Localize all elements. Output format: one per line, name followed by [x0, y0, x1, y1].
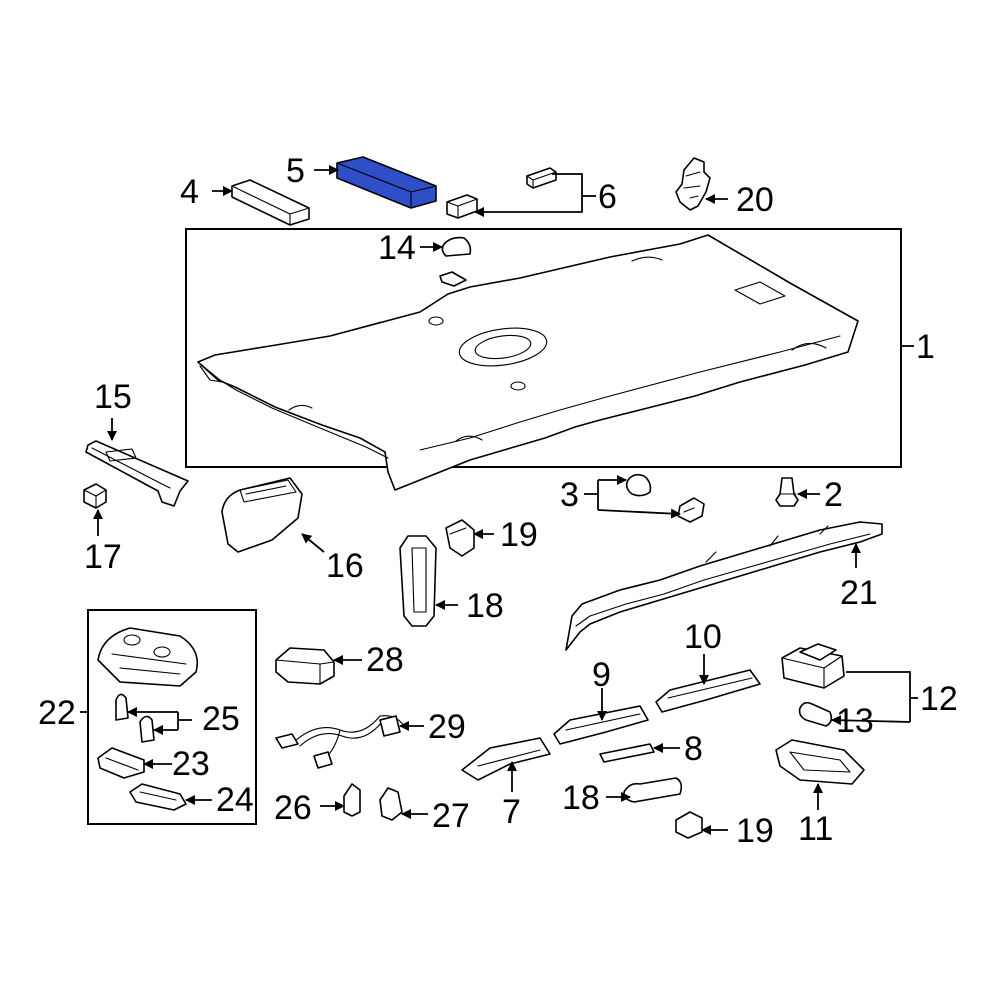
callout-24: 24 [216, 781, 254, 819]
part-3-clips[interactable] [625, 473, 705, 523]
dome-lamp-group-frame [87, 609, 257, 825]
part-7-trim[interactable] [461, 737, 551, 781]
part-23-lens[interactable] [97, 747, 145, 779]
part-21-roof-rail[interactable] [565, 521, 883, 651]
callout-1: 1 [916, 328, 935, 366]
callout-19-lower: 19 [736, 812, 774, 850]
leader-lines [80, 165, 918, 835]
callout-17: 17 [84, 538, 122, 576]
callout-2: 2 [824, 476, 843, 514]
callout-10: 10 [684, 618, 722, 656]
part-29-wire-harness[interactable] [275, 715, 405, 769]
callout-12: 12 [920, 680, 958, 718]
part-20-bracket[interactable] [675, 157, 711, 211]
callout-28: 28 [366, 641, 404, 679]
part-18-grab-handle-upper[interactable] [399, 535, 437, 627]
callout-6: 6 [598, 178, 617, 216]
callout-5: 5 [286, 152, 305, 190]
callout-27: 27 [432, 797, 470, 835]
part-25-bulbs[interactable] [115, 693, 155, 743]
callout-14: 14 [378, 229, 416, 267]
part-6-clips[interactable] [446, 167, 557, 219]
part-17-holder[interactable] [83, 483, 107, 509]
part-16-vanity-visor[interactable] [221, 477, 303, 553]
part-13-bulb[interactable] [798, 701, 833, 727]
callout-16: 16 [326, 547, 364, 585]
callout-8: 8 [684, 730, 703, 768]
callout-11: 11 [798, 810, 833, 848]
part-14-cap[interactable] [439, 236, 472, 287]
callout-7: 7 [502, 793, 521, 831]
part-19-clip-lower[interactable] [675, 811, 703, 839]
part-2-stud[interactable] [775, 477, 799, 507]
callout-18-lower: 18 [562, 779, 600, 817]
part-4-pad[interactable] [231, 179, 310, 226]
part-27-connector[interactable] [379, 787, 403, 821]
part-1-headliner[interactable] [197, 234, 859, 491]
part-19-clip-upper[interactable] [445, 519, 475, 557]
part-26-connector[interactable] [343, 783, 361, 817]
part-15-sun-visor[interactable] [85, 440, 189, 507]
callout-labels: 1 2 3 4 5 6 7 8 9 10 11 12 13 14 15 16 1… [38, 152, 958, 850]
callout-9: 9 [592, 656, 611, 694]
callout-29: 29 [428, 708, 466, 746]
callout-4: 4 [180, 173, 199, 211]
part-28-module[interactable] [275, 647, 335, 685]
part-5-pad-highlighted[interactable] [336, 156, 437, 209]
callout-13: 13 [836, 702, 874, 740]
callout-18-upper: 18 [466, 587, 504, 625]
part-24-lens[interactable] [129, 783, 187, 811]
part-10-trim[interactable] [655, 669, 761, 713]
callout-22: 22 [38, 694, 76, 732]
part-11-lamp[interactable] [775, 739, 865, 785]
callout-26: 26 [274, 789, 312, 827]
part-18-grab-handle-lower[interactable] [623, 777, 683, 803]
callout-25: 25 [202, 700, 240, 738]
callout-23: 23 [172, 745, 210, 783]
callout-21: 21 [840, 574, 878, 612]
callout-15: 15 [94, 378, 132, 416]
part-8-strip[interactable] [599, 743, 655, 763]
part-12-switch[interactable] [781, 643, 845, 689]
part-22-dome-lamp[interactable] [97, 627, 199, 687]
callout-20: 20 [736, 181, 774, 219]
headliner-group-frame [185, 228, 902, 468]
callout-19-upper: 19 [500, 516, 538, 554]
callout-3: 3 [560, 476, 579, 514]
part-9-trim[interactable] [553, 705, 649, 745]
